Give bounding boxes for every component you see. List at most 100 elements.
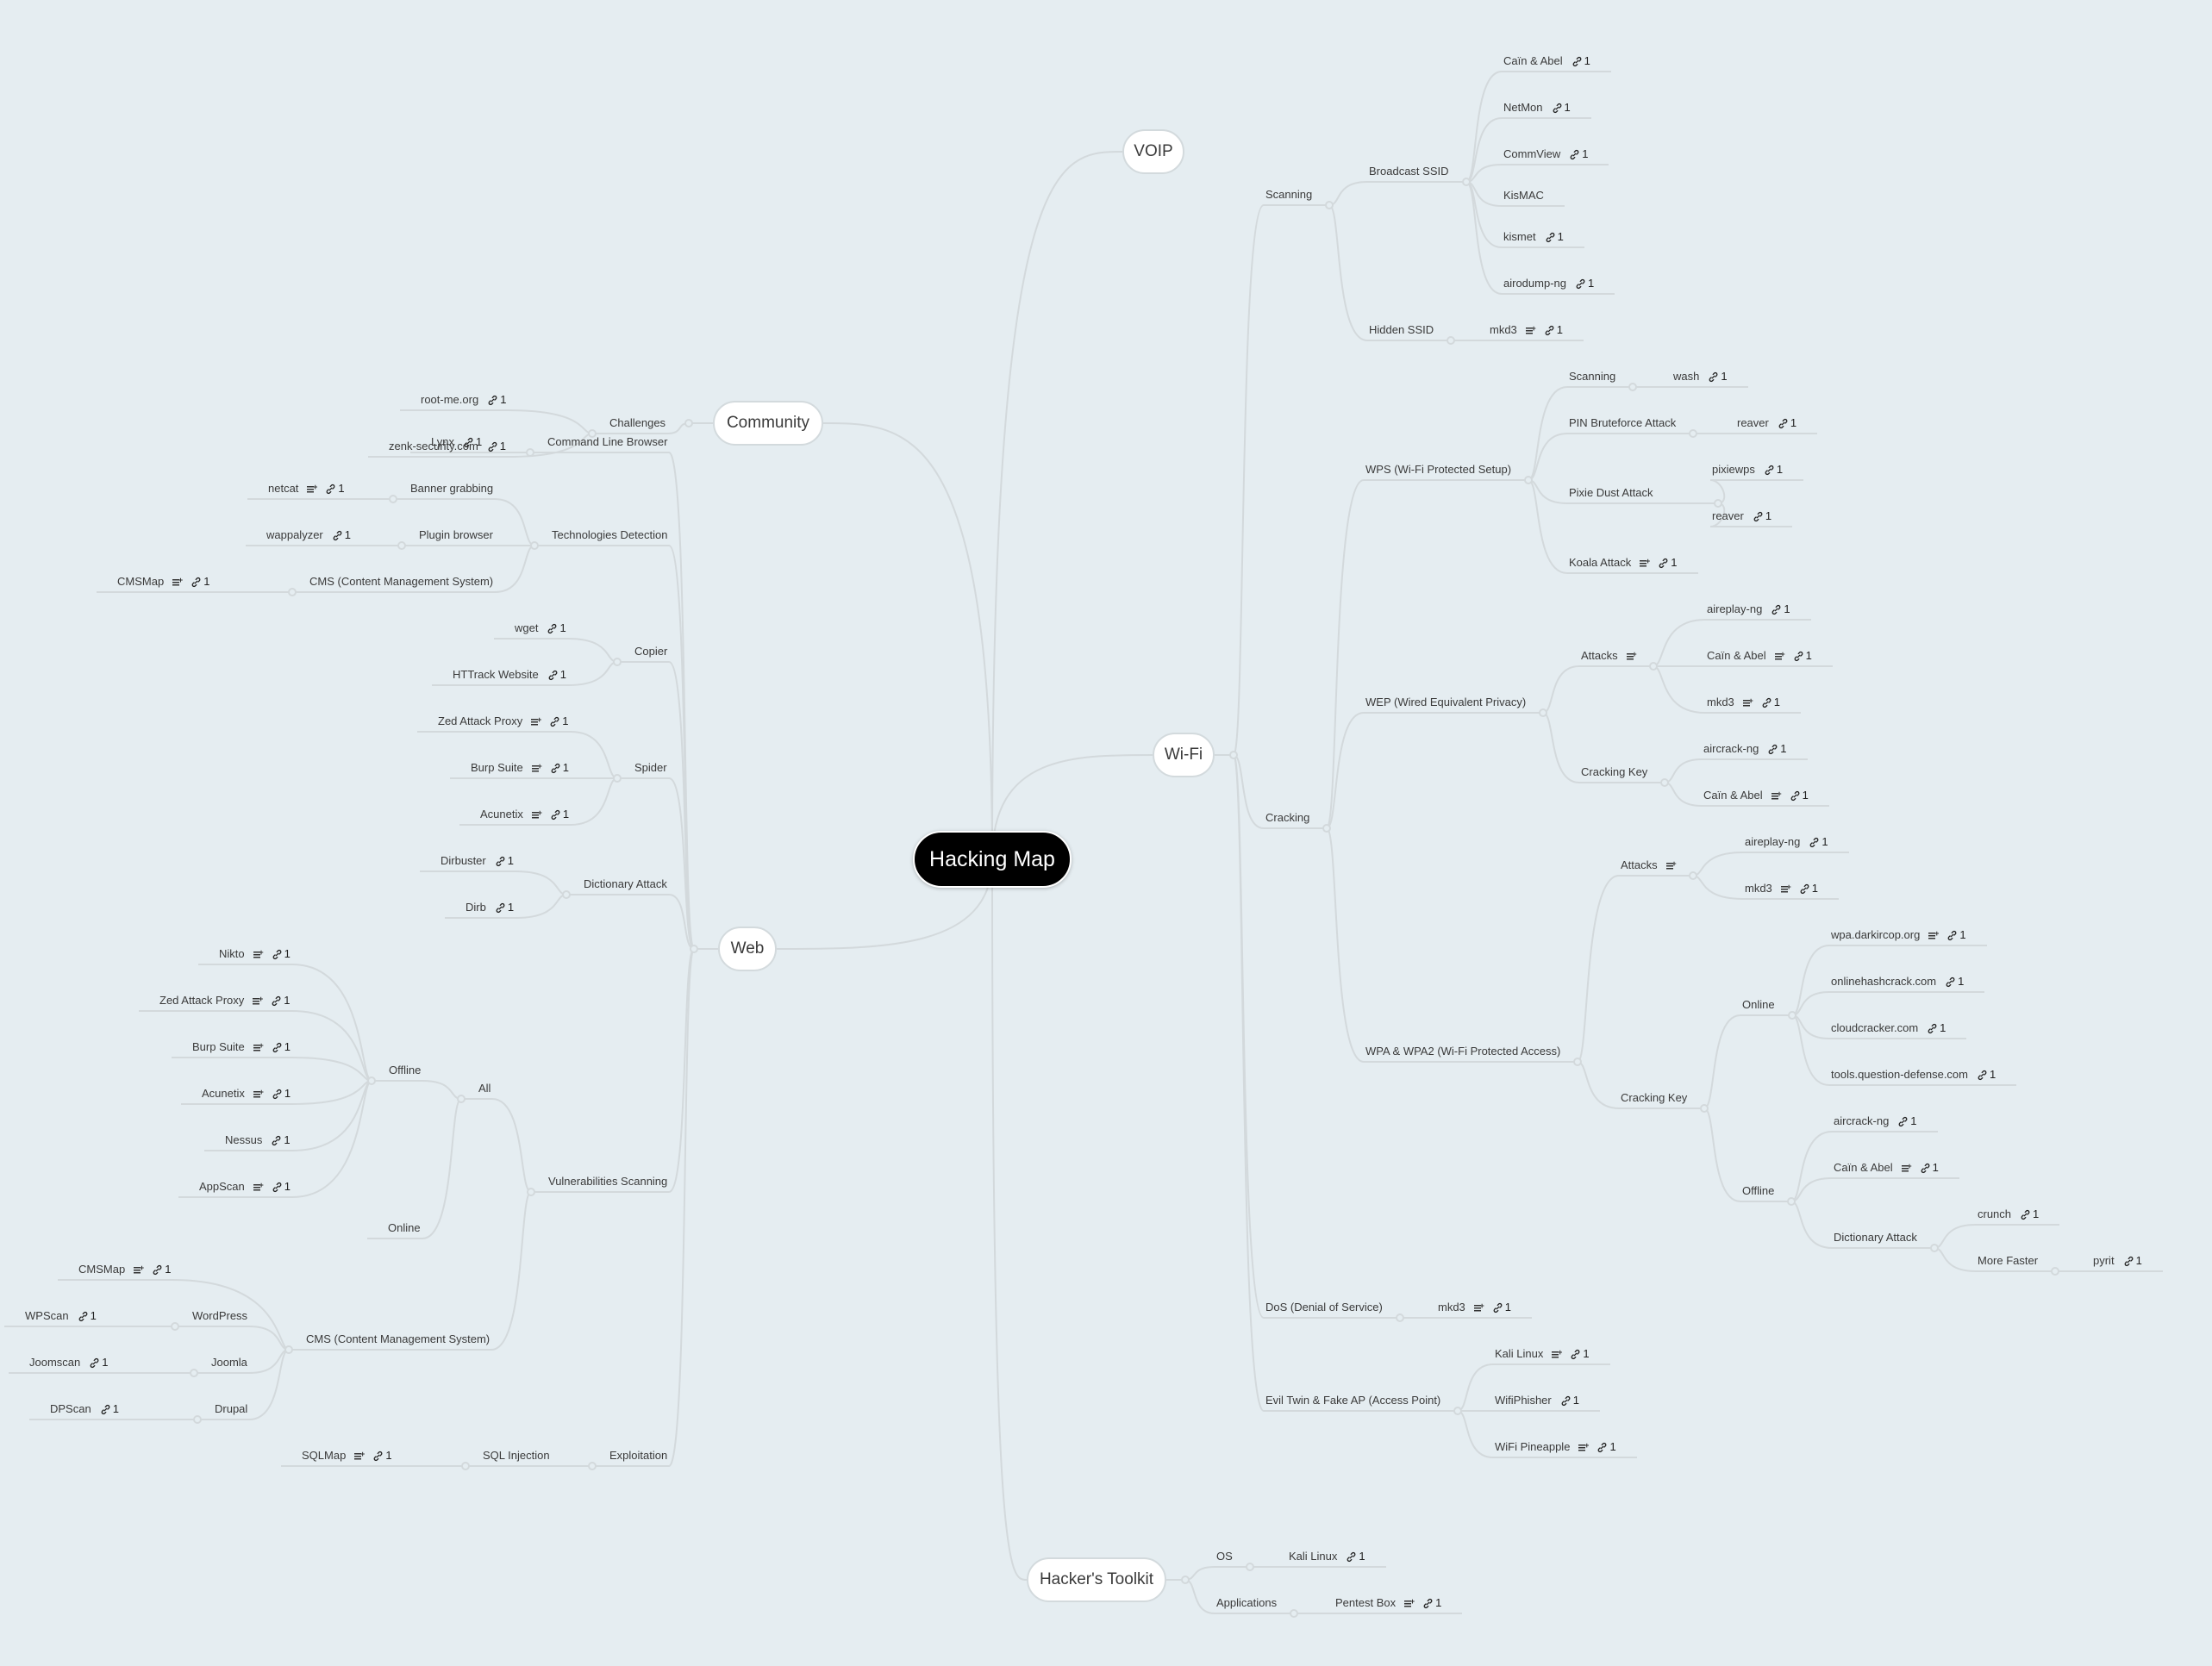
- link-icon[interactable]: 1: [1761, 696, 1780, 709]
- topic-w_of3[interactable]: Dictionary Attack: [1834, 1231, 1917, 1245]
- topic-w_wps4[interactable]: Koala Attack1: [1569, 554, 1678, 570]
- link-icon[interactable]: 1: [271, 994, 291, 1008]
- notes-icon[interactable]: [531, 806, 542, 820]
- topic-w_wps2[interactable]: PIN Bruteforce Attack: [1569, 416, 1676, 430]
- w_wpa1-collapse-knob[interactable]: [1689, 871, 1697, 880]
- w_hssid-collapse-knob[interactable]: [1447, 336, 1455, 345]
- notes-icon[interactable]: [1780, 880, 1791, 894]
- topic-b_onl[interactable]: Online: [388, 1221, 421, 1235]
- notes-icon[interactable]: [134, 1261, 144, 1275]
- topic-b_sp3[interactable]: Acunetix1: [480, 806, 569, 821]
- link-icon[interactable]: 1: [1778, 416, 1796, 430]
- notes-icon[interactable]: [1473, 1299, 1484, 1313]
- link-icon[interactable]: 1: [1945, 975, 1964, 989]
- b_off-collapse-knob[interactable]: [367, 1076, 376, 1085]
- link-icon[interactable]: 1: [272, 1040, 291, 1054]
- link-icon[interactable]: 1: [1658, 556, 1678, 570]
- link-icon[interactable]: 1: [272, 1180, 291, 1194]
- notes-icon[interactable]: [1525, 321, 1536, 335]
- w_evil-collapse-knob[interactable]: [1453, 1407, 1462, 1415]
- link-icon[interactable]: 1: [1492, 1301, 1511, 1314]
- topic-c_chal[interactable]: Challenges: [609, 416, 665, 430]
- link-icon[interactable]: 1: [78, 1309, 97, 1323]
- community-collapse-knob[interactable]: [684, 419, 693, 427]
- wifi-collapse-knob[interactable]: [1229, 751, 1238, 759]
- notes-icon[interactable]: [253, 992, 263, 1006]
- topic-b_t2[interactable]: Plugin browser: [419, 528, 493, 542]
- link-icon[interactable]: 1: [495, 901, 514, 914]
- topic-w_hssid[interactable]: Hidden SSID: [1369, 323, 1434, 337]
- link-icon[interactable]: 1: [332, 528, 351, 542]
- main-topic-community[interactable]: Community: [713, 401, 823, 446]
- topic-w_wpa2[interactable]: Cracking Key: [1621, 1091, 1687, 1105]
- topic-w_wpa1b[interactable]: mkd31: [1745, 880, 1818, 895]
- topic-w_wpa[interactable]: WPA & WPA2 (Wi-Fi Protected Access): [1365, 1045, 1560, 1058]
- w_wep-collapse-knob[interactable]: [1539, 708, 1547, 717]
- t_app-collapse-knob[interactable]: [1290, 1609, 1298, 1618]
- topic-b_t3[interactable]: CMS (Content Management System): [309, 575, 493, 589]
- topic-b_off[interactable]: Offline: [389, 1064, 421, 1077]
- w_of3-collapse-knob[interactable]: [1930, 1244, 1939, 1252]
- topic-b_sp2[interactable]: Burp Suite1: [471, 759, 569, 775]
- notes-icon[interactable]: [1665, 857, 1677, 870]
- w_wps2-collapse-knob[interactable]: [1689, 429, 1697, 438]
- notes-icon[interactable]: [253, 1039, 264, 1052]
- c_chal-collapse-knob[interactable]: [588, 429, 597, 438]
- main-topic-wifi[interactable]: Wi-Fi: [1153, 733, 1215, 777]
- topic-b_all[interactable]: All: [478, 1082, 491, 1095]
- link-icon[interactable]: 1: [1572, 54, 1590, 68]
- link-icon[interactable]: 1: [1575, 277, 1594, 290]
- topic-b_t3a[interactable]: CMSMap1: [117, 573, 209, 589]
- link-icon[interactable]: 1: [89, 1356, 108, 1370]
- topic-b_t1a[interactable]: netcat1: [268, 480, 345, 496]
- topic-b_tech[interactable]: Technologies Detection: [552, 528, 667, 542]
- topic-w_wep2[interactable]: Cracking Key: [1581, 765, 1647, 779]
- link-icon[interactable]: 1: [152, 1263, 171, 1276]
- link-icon[interactable]: 1: [1977, 1068, 1996, 1082]
- link-icon[interactable]: 1: [272, 1087, 291, 1101]
- link-icon[interactable]: 1: [325, 482, 345, 496]
- notes-icon[interactable]: [1928, 927, 1939, 940]
- w_wps3-collapse-knob[interactable]: [1714, 499, 1722, 508]
- topic-b_spi[interactable]: Spider: [634, 761, 667, 775]
- link-icon[interactable]: 1: [463, 435, 482, 449]
- link-icon[interactable]: 1: [1946, 928, 1966, 942]
- link-icon[interactable]: 1: [550, 808, 569, 821]
- notes-icon[interactable]: [253, 1085, 264, 1099]
- link-icon[interactable]: 1: [1552, 101, 1571, 115]
- link-icon[interactable]: 1: [191, 575, 209, 589]
- link-icon[interactable]: 1: [1920, 1161, 1939, 1175]
- topic-w_wpa2o[interactable]: Online: [1742, 998, 1775, 1012]
- link-icon[interactable]: 1: [1597, 1440, 1616, 1454]
- w_wep1-collapse-knob[interactable]: [1649, 662, 1658, 671]
- link-icon[interactable]: 1: [487, 440, 506, 453]
- topic-w_of3b[interactable]: More Faster: [1978, 1254, 2038, 1268]
- link-icon[interactable]: 1: [547, 668, 566, 682]
- notes-icon[interactable]: [531, 713, 541, 727]
- notes-icon[interactable]: [1640, 554, 1650, 568]
- link-icon[interactable]: 1: [549, 714, 569, 728]
- topic-b_of2[interactable]: Zed Attack Proxy1: [159, 992, 291, 1008]
- b_vul-collapse-knob[interactable]: [527, 1188, 535, 1196]
- topic-w_wps1[interactable]: Scanning: [1569, 370, 1615, 384]
- notes-icon[interactable]: [1771, 787, 1782, 801]
- notes-icon[interactable]: [1626, 647, 1637, 661]
- link-icon[interactable]: 1: [487, 393, 506, 407]
- link-icon[interactable]: 1: [1809, 835, 1828, 849]
